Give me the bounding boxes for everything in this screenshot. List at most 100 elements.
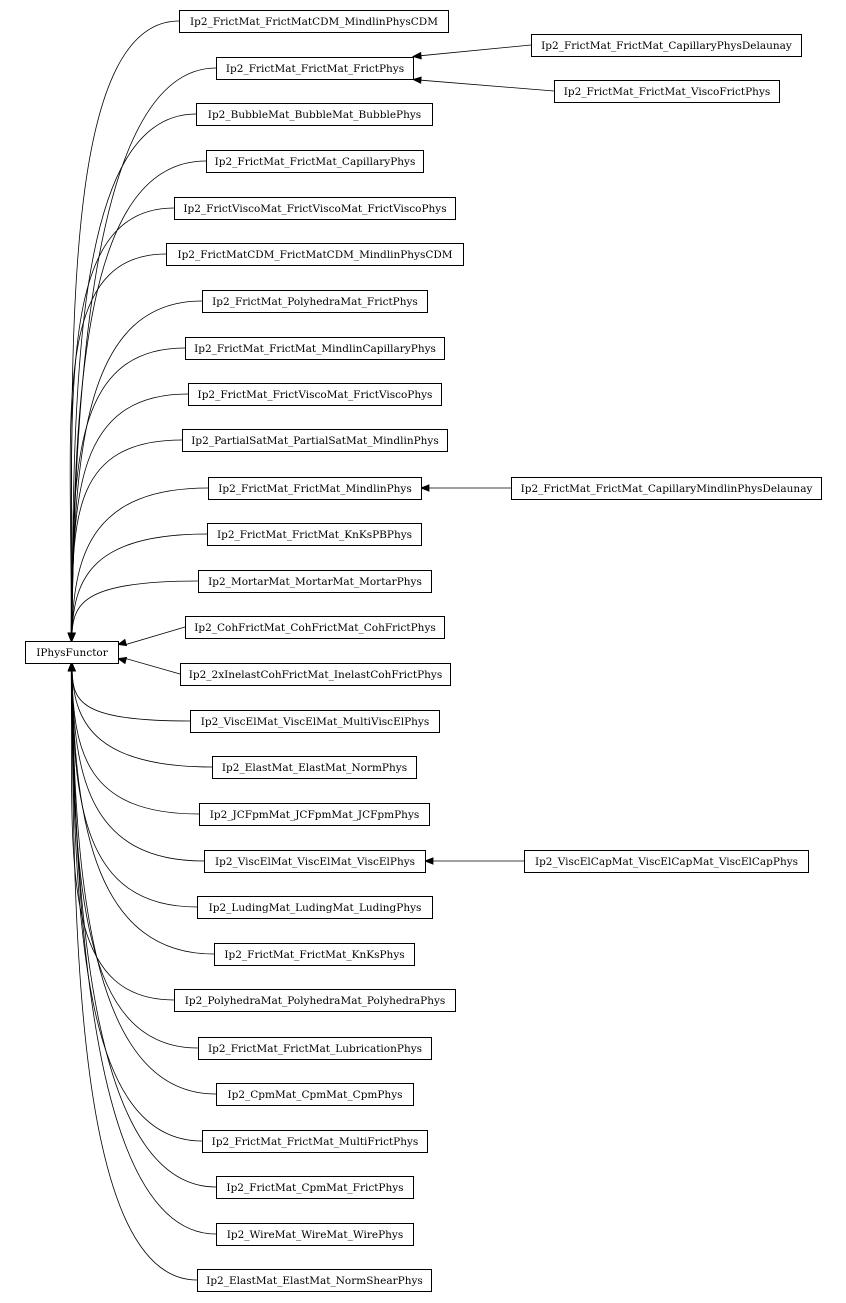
- arrowhead: [411, 51, 422, 60]
- node-label: Ip2_LudingMat_LudingMat_LudingPhys: [209, 902, 422, 914]
- edge-c2-to-root: [67, 113, 197, 643]
- edge-g2-to-c10: [419, 484, 511, 492]
- class-node-ip2-frictmat-frictmat-viscofrictphys[interactable]: Ip2_FrictMat_FrictMat_ViscoFrictPhys: [554, 80, 780, 103]
- class-node-ip2-frictmatcdm-frictmatcdm-mindlinphyscdm[interactable]: Ip2_FrictMatCDM_FrictMatCDM_MindlinPhysC…: [166, 243, 464, 266]
- class-node-ip2-frictmat-frictmat-knksphys[interactable]: Ip2_FrictMat_FrictMat_KnKsPhys: [214, 943, 415, 966]
- node-box: [182, 429, 448, 452]
- class-node-ip2-elastmat-elastmat-normshearphys[interactable]: Ip2_ElastMat_ElastMat_NormShearPhys: [197, 1269, 432, 1292]
- node-box: [216, 1083, 414, 1106]
- node-box: [180, 663, 451, 686]
- class-node-ip2-partialsatmat-partialsatmat-mindlinphys[interactable]: Ip2_PartialSatMat_PartialSatMat_MindlinP…: [182, 429, 448, 452]
- class-node-ip2-elastmat-elastmat-normphys[interactable]: Ip2_ElastMat_ElastMat_NormPhys: [212, 756, 417, 779]
- class-node-ip2-frictmat-frictviscomat-frictviscophys[interactable]: Ip2_FrictMat_FrictViscoMat_FrictViscoPhy…: [188, 383, 442, 406]
- inheritance-line: [71, 670, 213, 768]
- edge-c25-to-root: [68, 661, 217, 1188]
- node-box: [511, 477, 822, 500]
- class-node-ip2-mortarmat-mortarmat-mortarphys[interactable]: Ip2_MortarMat_MortarMat_MortarPhys: [198, 570, 432, 593]
- class-node-ip2-frictmat-frictmat-multifrictphys[interactable]: Ip2_FrictMat_FrictMat_MultiFrictPhys: [202, 1130, 428, 1153]
- class-nodes: IPhysFunctor Ip2_FrictMat_FrictMatCDM_Min…: [25, 10, 822, 1292]
- node-label: Ip2_MortarMat_MortarMat_MortarPhys: [208, 576, 422, 588]
- node-label: Ip2_JCFpmMat_JCFpmMat_JCFpmPhys: [210, 809, 420, 821]
- class-node-ip2-frictmat-frictmatcdm-mindlinphyscdm[interactable]: Ip2_FrictMat_FrictMatCDM_MindlinPhysCDM: [179, 10, 449, 33]
- edge-c17-to-root: [68, 661, 200, 815]
- node-box: [25, 641, 119, 664]
- edge-g1-to-c1: [411, 76, 555, 92]
- edge-g3-to-c18: [423, 857, 524, 865]
- node-label: Ip2_FrictMat_FrictMat_CapillaryPhys: [215, 156, 416, 168]
- class-node-ip2-frictmat-frictmat-capillarymindlinphysdelaunay[interactable]: Ip2_FrictMat_FrictMat_CapillaryMindlinPh…: [511, 477, 822, 500]
- edge-c7-to-root: [67, 347, 186, 643]
- class-node-ip2-polyhedramat-polyhedramat-polyhedraphys[interactable]: Ip2_PolyhedraMat_PolyhedraMat_PolyhedraP…: [174, 989, 456, 1012]
- class-node-ip2-frictmat-frictmat-frictphys[interactable]: Ip2_FrictMat_FrictMat_FrictPhys: [216, 57, 414, 80]
- class-node-ip2-frictmat-frictmat-capillaryphys[interactable]: Ip2_FrictMat_FrictMat_CapillaryPhys: [206, 150, 424, 173]
- inheritance-line: [71, 347, 186, 634]
- node-label: Ip2_FrictMat_FrictMat_KnKsPBPhys: [217, 529, 412, 541]
- node-box: [199, 803, 430, 826]
- node-box: [197, 896, 433, 919]
- node-label: Ip2_FrictMat_FrictMat_ViscoFrictPhys: [564, 86, 771, 98]
- class-node-ip2-cpmmat-cpmmat-cpmphys[interactable]: Ip2_CpmMat_CpmMat_CpmPhys: [216, 1083, 414, 1106]
- edge-c27-to-root: [67, 661, 198, 1281]
- edge-c8-to-root: [67, 393, 189, 643]
- node-box: [174, 989, 456, 1012]
- class-node-ip2-frictviscomat-frictviscomat-frictviscophys[interactable]: Ip2_FrictViscoMat_FrictViscoMat_FrictVis…: [174, 197, 456, 220]
- inheritance-edges: [67, 20, 555, 1281]
- class-node-ip2-frictmat-frictmat-knkspbphys[interactable]: Ip2_FrictMat_FrictMat_KnKsPBPhys: [207, 523, 422, 546]
- inheritance-line: [71, 670, 217, 1188]
- class-node-ip2-frictmat-polyhedramat-frictphys[interactable]: Ip2_FrictMat_PolyhedraMat_FrictPhys: [202, 290, 428, 313]
- inheritance-line: [71, 670, 200, 815]
- inheritance-line: [71, 487, 209, 634]
- class-node-ip2-frictmat-frictmat-lubricationphys[interactable]: Ip2_FrictMat_FrictMat_LubricationPhys: [198, 1037, 432, 1060]
- class-node-ip2-ludingmat-ludingmat-ludingphys[interactable]: Ip2_LudingMat_LudingMat_LudingPhys: [197, 896, 433, 919]
- node-label: Ip2_FrictMat_FrictMat_KnKsPhys: [224, 949, 404, 961]
- edge-c12-to-root: [68, 580, 199, 643]
- edge-c21-to-root: [67, 661, 175, 1001]
- class-node-ip2-cohfrictmat-cohfrictmat-cohfrictphys[interactable]: Ip2_CohFrictMat_CohFrictMat_CohFrictPhys: [185, 616, 445, 639]
- node-label: Ip2_2xInelastCohFrictMat_InelastCohFrict…: [189, 669, 443, 681]
- edge-c19-to-root: [67, 661, 198, 908]
- inheritance-line: [71, 670, 217, 1235]
- edge-c4-to-root: [67, 207, 175, 643]
- class-node-iphysfunctor[interactable]: IPhysFunctor: [25, 641, 119, 664]
- node-box: [524, 850, 809, 873]
- arrowhead: [68, 632, 76, 643]
- class-node-ip2-viscelcapmat-viscelcapmat-viscelcapphys[interactable]: Ip2_ViscElCapMat_ViscElCapMat_ViscElCapP…: [524, 850, 809, 873]
- node-box: [216, 1176, 414, 1199]
- class-node-ip2-frictmat-frictmat-mindlincapillaryphys[interactable]: Ip2_FrictMat_FrictMat_MindlinCapillaryPh…: [185, 337, 445, 360]
- inheritance-line: [71, 670, 205, 862]
- node-label: Ip2_FrictMat_FrictMatCDM_MindlinPhysCDM: [190, 16, 438, 28]
- node-box: [190, 710, 440, 733]
- node-box: [166, 243, 464, 266]
- node-box: [185, 616, 445, 639]
- node-box: [185, 337, 445, 360]
- node-label: Ip2_ElastMat_ElastMat_NormPhys: [222, 762, 407, 774]
- class-node-ip2-viscelmat-viscelmat-viscelphys[interactable]: Ip2_ViscElMat_ViscElMat_ViscElPhys: [204, 850, 426, 873]
- class-node-ip2-frictmat-cpmmat-frictphys[interactable]: Ip2_FrictMat_CpmMat_FrictPhys: [216, 1176, 414, 1199]
- node-box: [196, 103, 433, 126]
- inheritance-line: [125, 658, 181, 675]
- class-node-ip2-frictmat-frictmat-capillaryphysdelaunay[interactable]: Ip2_FrictMat_FrictMat_CapillaryPhysDelau…: [531, 34, 802, 57]
- edge-c6-to-root: [68, 300, 203, 643]
- node-box: [214, 943, 415, 966]
- class-node-ip2-2xinelastcohfrictmat-inelastcohfrictphys[interactable]: Ip2_2xInelastCohFrictMat_InelastCohFrict…: [180, 663, 451, 686]
- class-node-ip2-wiremat-wiremat-wirephys[interactable]: Ip2_WireMat_WireMat_WirePhys: [216, 1223, 414, 1246]
- node-box: [206, 150, 424, 173]
- class-node-ip2-bubblemat-bubblemat-bubblephys[interactable]: Ip2_BubbleMat_BubbleMat_BubblePhys: [196, 103, 433, 126]
- node-box: [531, 34, 802, 57]
- node-box: [188, 383, 442, 406]
- class-node-ip2-jcfpmmat-jcfpmmat-jcfpmphys[interactable]: Ip2_JCFpmMat_JCFpmMat_JCFpmPhys: [199, 803, 430, 826]
- node-label: Ip2_PartialSatMat_PartialSatMat_MindlinP…: [191, 435, 438, 447]
- arrowhead: [116, 656, 128, 665]
- node-label: Ip2_FrictMat_FrictMat_MindlinPhys: [218, 483, 412, 495]
- inheritance-line: [420, 79, 555, 92]
- node-label: Ip2_FrictMat_FrictMat_CapillaryMindlinPh…: [521, 483, 813, 495]
- inheritance-line: [69, 253, 167, 634]
- node-box: [207, 523, 422, 546]
- class-node-ip2-viscelmat-viscelmat-multiviscelphys[interactable]: Ip2_ViscElMat_ViscElMat_MultiViscElPhys: [190, 710, 440, 733]
- node-label: Ip2_WireMat_WireMat_WirePhys: [227, 1229, 404, 1241]
- class-node-ip2-frictmat-frictmat-mindlinphys[interactable]: Ip2_FrictMat_FrictMat_MindlinPhys: [208, 477, 422, 500]
- inheritance-line: [70, 20, 180, 634]
- edge-c24-to-root: [68, 661, 203, 1142]
- node-label: Ip2_FrictMat_FrictMat_MultiFrictPhys: [212, 1136, 419, 1148]
- node-box: [202, 1130, 428, 1153]
